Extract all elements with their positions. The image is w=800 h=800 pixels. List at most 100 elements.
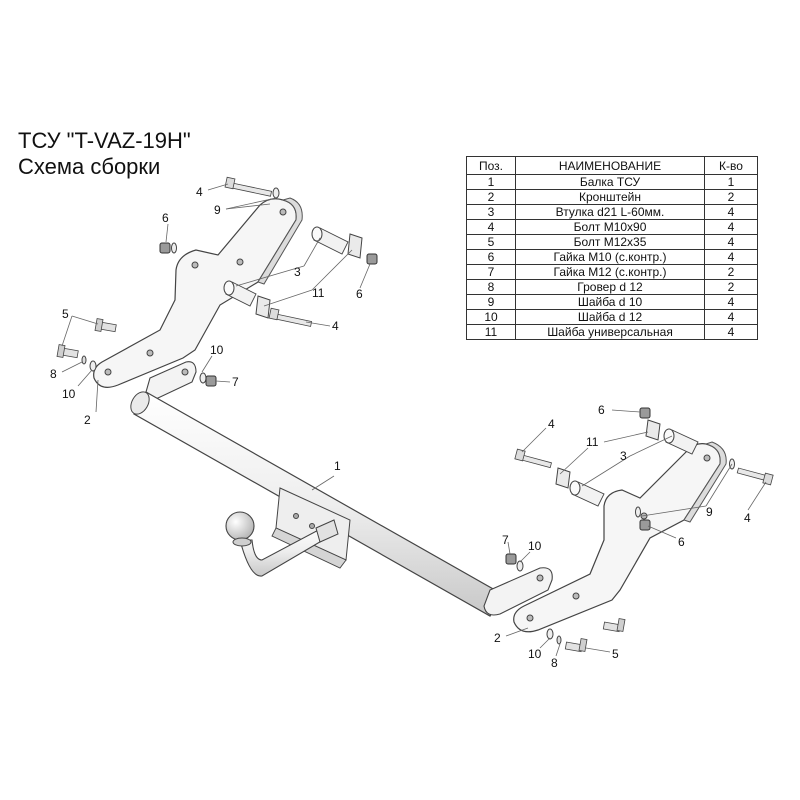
nut-m10-icon	[366, 253, 378, 265]
beam-plate-hole	[536, 574, 544, 582]
leader-line	[641, 505, 707, 517]
left-bracket-hole	[191, 261, 199, 269]
washer-d10-icon	[635, 506, 641, 518]
leader-line	[235, 265, 305, 287]
parts-table-header: Поз. НАИМЕНОВАНИЕ К-во	[466, 156, 758, 175]
cell-pos: 11	[466, 324, 516, 340]
leader-line	[71, 315, 99, 325]
bolt-m10x90-icon	[514, 448, 552, 469]
callout-7: 7	[502, 533, 509, 547]
callout-1: 1	[334, 459, 341, 473]
leader-line	[705, 463, 733, 507]
cell-name: Болт М12х35	[515, 234, 705, 250]
left-bracket-hole	[146, 349, 154, 357]
leader-line	[603, 431, 649, 443]
callout-4: 4	[196, 185, 203, 199]
washer-d12-icon	[89, 360, 97, 372]
diagram-title: ТСУ "T-VAZ-19H" Схема сборки	[18, 128, 191, 180]
callout-10: 10	[210, 343, 224, 357]
left-bracket-hole	[236, 258, 244, 266]
callout-4: 4	[548, 417, 555, 431]
right-bracket-assembly	[505, 407, 774, 653]
cell-name: Шайба d 10	[515, 294, 705, 310]
leader-line	[215, 380, 231, 383]
right-bracket-plate	[513, 443, 721, 633]
left-bracket-plate	[93, 198, 297, 388]
washer-d10-icon	[171, 242, 177, 254]
washer-d12-icon	[546, 628, 554, 640]
nut-m10-icon	[159, 242, 171, 254]
cell-qty: 4	[704, 324, 758, 340]
nut-m12-icon	[505, 553, 517, 565]
callout-6: 6	[162, 211, 169, 225]
callout-10: 10	[528, 539, 542, 553]
bolt-m12x35-icon	[564, 638, 588, 653]
tow-bar-beam	[130, 361, 553, 617]
leader-line	[303, 237, 321, 267]
leader-line	[507, 541, 511, 555]
header-pos: Поз.	[466, 156, 516, 175]
callout-9: 9	[706, 505, 713, 519]
leader-lines	[61, 183, 767, 657]
leader-line	[747, 481, 767, 511]
spring-washer-icon	[556, 635, 562, 645]
bushing-d21-icon	[569, 480, 605, 507]
leader-line	[311, 249, 353, 291]
callout-3: 3	[294, 265, 301, 279]
title-model: ТСУ "T-VAZ-19H"	[18, 128, 191, 153]
hitch-mount-hole	[309, 523, 315, 529]
right-bracket-flange	[683, 441, 727, 523]
left-bracket-hole	[279, 208, 287, 216]
callout-3: 3	[620, 449, 627, 463]
leader-line	[555, 643, 561, 657]
callout-10: 10	[528, 647, 542, 661]
callout-8: 8	[551, 656, 558, 670]
cell-name: Гайка М10 (с.контр.)	[515, 249, 705, 265]
hitch-mount-hole	[293, 513, 299, 519]
nut-m12-icon	[205, 375, 217, 387]
bushing-d21-icon	[663, 428, 699, 455]
bolt-m10x90-icon	[224, 176, 273, 197]
nut-m10-icon	[639, 519, 651, 531]
tow-ball-icon	[225, 511, 255, 541]
leader-line	[311, 475, 335, 491]
callout-7: 7	[232, 375, 239, 389]
washer-d12-icon	[516, 560, 524, 572]
leader-line	[207, 183, 229, 191]
callout-5: 5	[62, 307, 69, 321]
cell-name: Шайба универсальная	[515, 324, 705, 340]
leader-line	[539, 637, 551, 649]
spring-washer-icon	[81, 355, 87, 365]
leader-line	[165, 223, 169, 243]
leader-line	[95, 379, 99, 413]
bushing-d21-icon	[311, 226, 349, 255]
cell-qty: 4	[704, 234, 758, 250]
leader-line	[585, 647, 611, 653]
leader-line	[263, 289, 313, 307]
title-subtitle: Схема сборки	[18, 154, 161, 179]
washer-d12-icon	[199, 372, 207, 384]
leader-line	[611, 409, 641, 413]
beam-plate-hole	[181, 368, 189, 376]
callout-4: 4	[744, 511, 751, 525]
leader-line	[61, 315, 73, 347]
washer-d10-icon	[272, 187, 280, 199]
bolt-m10x90-icon	[268, 307, 313, 327]
callout-11: 11	[586, 435, 599, 449]
leader-line	[647, 525, 677, 539]
nut-m10-icon	[639, 407, 651, 419]
callout-5: 5	[612, 647, 619, 661]
bolt-m10x90-icon	[736, 467, 774, 486]
leader-line	[77, 369, 93, 387]
hitch-neck-collar	[315, 519, 339, 543]
callout-4: 4	[332, 319, 339, 333]
beam-right-end-plate	[483, 567, 553, 616]
